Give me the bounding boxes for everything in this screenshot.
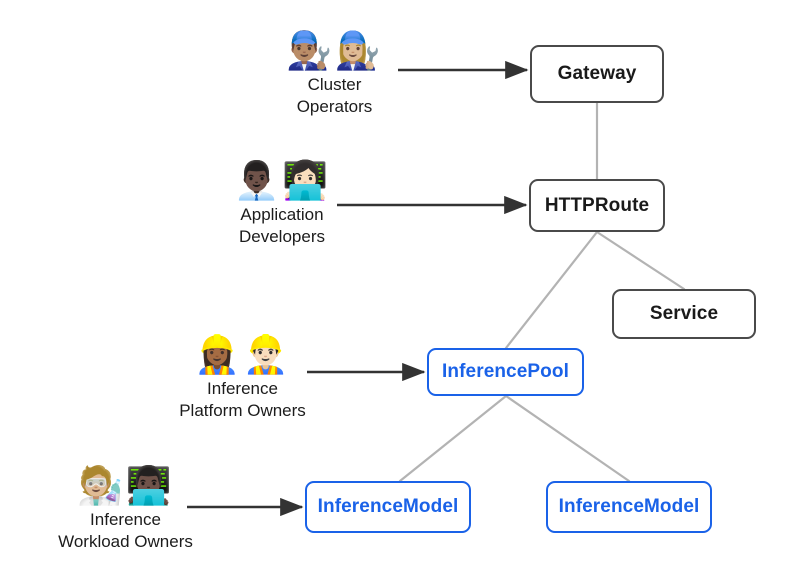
node-label-inferencepool: InferencePool — [442, 361, 569, 382]
node-label-inferencemodel2: InferenceModel — [558, 496, 700, 517]
persona-label-cluster-operators: Cluster Operators — [296, 75, 373, 116]
persona-label-application-developers: Application Developers — [239, 205, 325, 246]
node-label-gateway: Gateway — [557, 63, 637, 84]
woman-construction-worker-icon: 👷🏾‍♀️👷🏻‍♂️ — [194, 333, 291, 376]
node-label-service: Service — [649, 303, 719, 324]
node-service[interactable]: Service — [612, 289, 756, 339]
node-inferencepool[interactable]: InferencePool — [427, 348, 584, 396]
man-mechanic-icon: 👨🏽‍🔧👩🏼‍🔧 — [286, 29, 383, 72]
node-httproute[interactable]: HTTPRoute — [529, 179, 665, 232]
persona-inference-workload-owners: 🧑🏼‍🔬👨🏿‍💻Inference Workload Owners — [38, 465, 213, 553]
persona-label-inference-platform-owners: Inference Platform Owners — [179, 379, 306, 420]
edge-httproute-to-inferencepool — [504, 230, 599, 350]
node-label-inferencemodel1: InferenceModel — [317, 496, 459, 517]
persona-cluster-operators: 👨🏽‍🔧👩🏼‍🔧Cluster Operators — [272, 30, 397, 118]
persona-label-inference-workload-owners: Inference Workload Owners — [58, 510, 193, 551]
node-gateway[interactable]: Gateway — [530, 45, 664, 103]
edge-httproute-to-service — [595, 230, 686, 291]
edge-inferencepool-to-inferencemodel-2 — [504, 394, 631, 483]
node-inferencemodel1[interactable]: InferenceModel — [305, 481, 471, 533]
man-office-worker-icon: 👨🏿‍💼👩🏻‍💻 — [233, 159, 331, 202]
persona-arrows — [187, 60, 529, 517]
scientist-icon: 🧑🏼‍🔬👨🏿‍💻 — [77, 464, 174, 507]
persona-application-developers: 👨🏿‍💼👩🏻‍💻Application Developers — [212, 160, 352, 248]
node-label-httproute: HTTPRoute — [544, 194, 650, 216]
edge-inferencepool-to-inferencemodel-1 — [398, 394, 508, 483]
node-inferencemodel2[interactable]: InferenceModel — [546, 481, 712, 533]
persona-inference-platform-owners: 👷🏾‍♀️👷🏻‍♂️Inference Platform Owners — [160, 334, 325, 422]
